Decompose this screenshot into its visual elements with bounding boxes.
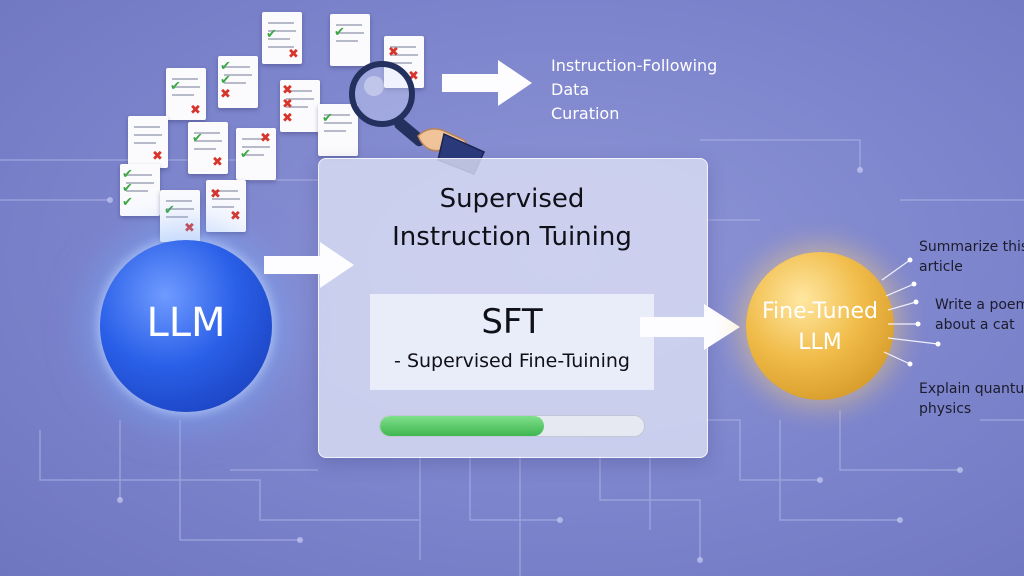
cross-icon: ✖ (210, 187, 221, 202)
document-icon: ✔✔✖ (218, 56, 258, 108)
document-icon: ✔✖ (166, 68, 206, 120)
cross-icon: ✖ (184, 221, 195, 236)
cross-icon: ✖ (220, 87, 231, 102)
prompt-connectors (881, 257, 941, 367)
cross-icon: ✖ (190, 103, 201, 118)
arrow-right-icon (442, 60, 532, 106)
document-icon: ✖✖ (384, 36, 424, 88)
document-icon: ✖✖ (206, 180, 246, 232)
document-icon: ✔ (330, 14, 370, 66)
document-icon: ✖ (128, 116, 168, 168)
cross-icon: ✖ (152, 149, 163, 164)
document-icon: ✔✔✔ (120, 164, 160, 216)
document-icon: ✔✖ (160, 190, 200, 242)
llm-label: LLM (146, 300, 226, 346)
cross-icon: ✖ (282, 111, 293, 126)
checkmark-icon: ✔ (122, 167, 133, 182)
fine-tuned-orb (746, 252, 894, 400)
prompt-poem: Write a poem about a cat (935, 297, 1024, 333)
arrow-right-icon (640, 304, 740, 350)
checkmark-icon: ✔ (122, 181, 133, 196)
fine-tuned-label: Fine-Tuned LLM (761, 299, 879, 355)
arrow-right-icon (264, 242, 354, 288)
prompt-summarize: Summarize this article (919, 239, 1024, 275)
progress-bar (379, 415, 645, 437)
prompt-quantum: Explain quantum physics (919, 381, 1024, 417)
document-icon: ✔✖ (262, 12, 302, 64)
cross-icon: ✖ (260, 131, 271, 146)
cross-icon: ✖ (212, 155, 223, 170)
sft-subtitle: - Supervised Fine-Tuining (394, 350, 630, 372)
sft-box (370, 294, 654, 390)
checkmark-icon: ✔ (170, 79, 181, 94)
cross-icon: ✖ (388, 45, 399, 60)
curation-label: Instruction-Following Data Curation (551, 56, 718, 123)
checkmark-icon: ✔ (266, 27, 277, 42)
checkmark-icon: ✔ (192, 131, 203, 146)
checkmark-icon: ✔ (334, 25, 345, 40)
checkmark-icon: ✔ (322, 111, 333, 126)
document-icon: ✔ (318, 104, 358, 156)
cross-icon: ✖ (230, 209, 241, 224)
cross-icon: ✖ (288, 47, 299, 62)
cross-icon: ✖ (408, 69, 419, 84)
progress-fill (380, 416, 544, 436)
sft-title: SFT (481, 302, 543, 342)
document-icon: ✖✖✖ (280, 80, 320, 132)
checkmark-icon: ✔ (164, 203, 175, 218)
checkmark-icon: ✔ (240, 147, 251, 162)
checkmark-icon: ✔ (220, 59, 231, 74)
panel-title: Supervised Instruction Tuining (392, 184, 632, 252)
checkmark-icon: ✔ (220, 73, 231, 88)
document-stack: ✔✖ ✔ ✖✖ ✔✖ ✔✔✖ ✖✖✖ ✔ ✖ ✔✖ ✔✖ ✔✔✔ ✔✖ ✖✖ (120, 10, 440, 250)
cross-icon: ✖ (282, 83, 293, 98)
cross-icon: ✖ (282, 97, 293, 112)
document-icon: ✔✖ (188, 122, 228, 174)
checkmark-icon: ✔ (122, 195, 133, 210)
document-icon: ✔✖ (236, 128, 276, 180)
llm-orb (100, 240, 272, 412)
